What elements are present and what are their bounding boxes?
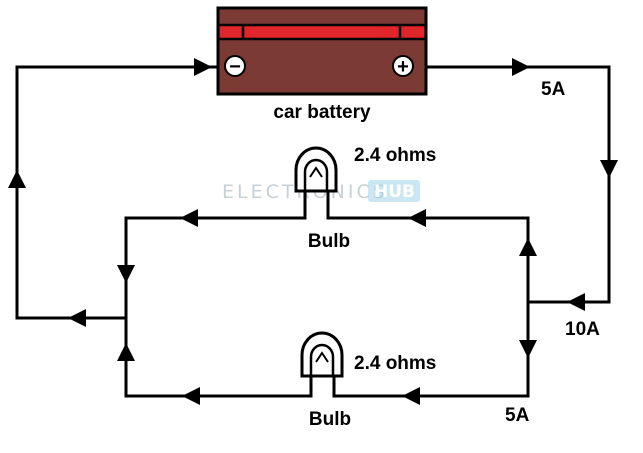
bulb-bottom-resistance: 2.4 ohms bbox=[354, 353, 436, 374]
arrow-down-right-side bbox=[600, 160, 618, 178]
battery-label: car battery bbox=[273, 102, 371, 123]
negative-terminal-icon bbox=[224, 55, 246, 77]
battery-top-stripe bbox=[220, 25, 424, 39]
arrow-right-into-battery bbox=[194, 58, 212, 76]
bottom-branch-left-wire bbox=[124, 373, 313, 398]
car-battery: − + bbox=[216, 6, 428, 96]
arrow-left-top-branch-left bbox=[180, 209, 198, 227]
bulb-top-icon bbox=[294, 146, 338, 193]
arrow-up-left-side bbox=[8, 170, 26, 188]
arrow-left-top-branch-right bbox=[408, 209, 426, 227]
return-wire bbox=[15, 65, 220, 320]
watermark-right-text: HUB bbox=[374, 182, 415, 202]
arrow-left-to-junction bbox=[567, 293, 585, 311]
arrow-right-top bbox=[512, 58, 530, 76]
bulb-bottom-label: Bulb bbox=[309, 409, 351, 430]
bulb-top-resistance: 2.4 ohms bbox=[354, 145, 436, 166]
supply-wire bbox=[424, 65, 611, 304]
arrow-up-right-junction bbox=[519, 238, 537, 256]
current-label-junction: 10A bbox=[565, 319, 600, 340]
top-branch-right-wire bbox=[326, 188, 530, 220]
arrow-up-left-junction bbox=[117, 343, 135, 361]
watermark-badge bbox=[368, 180, 420, 202]
battery-body bbox=[216, 6, 428, 96]
arrow-down-left-junction bbox=[117, 265, 135, 283]
bulb-bottom-icon bbox=[300, 331, 344, 378]
arrow-left-return bbox=[68, 309, 86, 327]
positive-terminal-symbol: + bbox=[397, 56, 409, 78]
positive-terminal-icon bbox=[392, 55, 414, 77]
current-arrows bbox=[8, 58, 618, 405]
current-label-top: 5A bbox=[541, 79, 566, 100]
bulb-top-label: Bulb bbox=[308, 231, 350, 252]
arrow-left-bottom-branch-right bbox=[402, 387, 420, 405]
arrow-down-right-junction bbox=[519, 340, 537, 358]
bottom-branch-right-wire bbox=[332, 373, 530, 398]
negative-terminal-symbol: − bbox=[229, 56, 241, 78]
current-label-bottom: 5A bbox=[505, 405, 530, 426]
arrow-left-bottom-branch-left bbox=[182, 387, 200, 405]
